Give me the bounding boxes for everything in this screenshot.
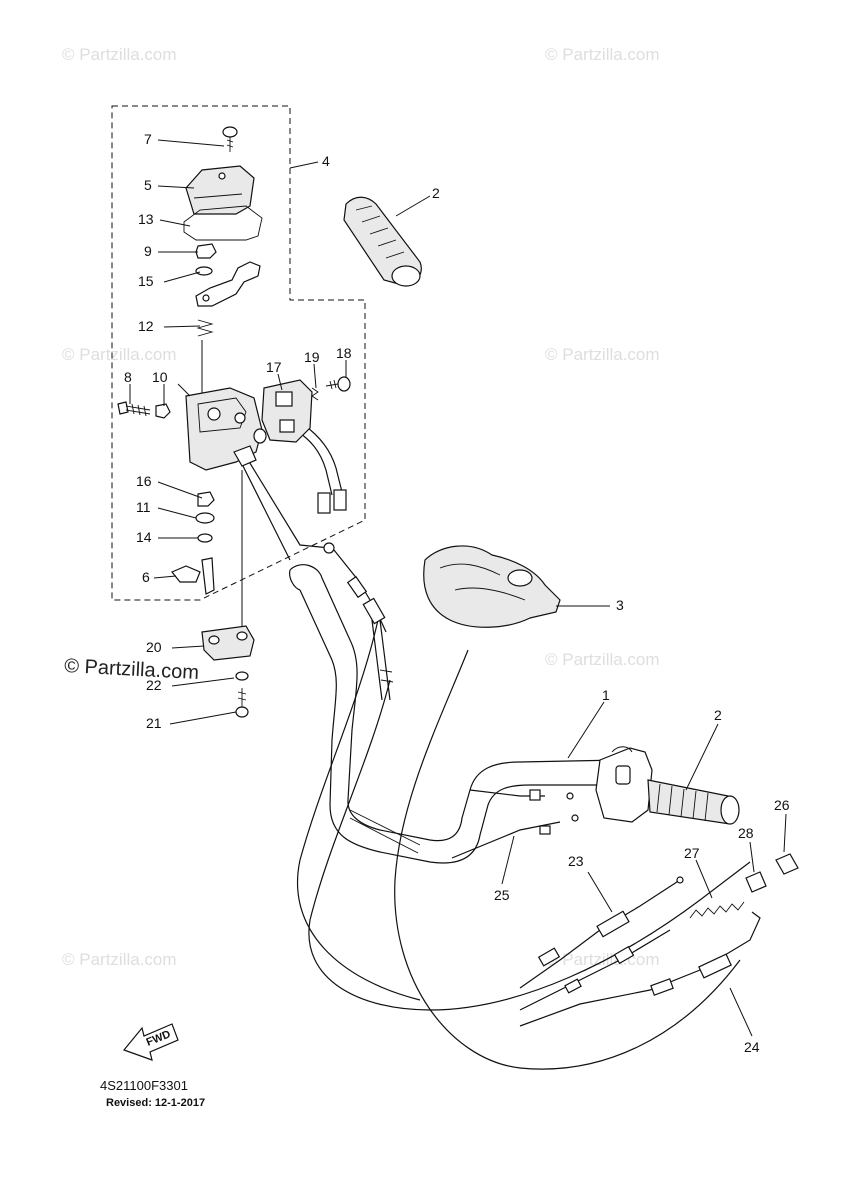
- part-26-wingnut: [775, 853, 799, 875]
- watermark: © Partzilla.com: [545, 950, 660, 969]
- callout-21: 21: [146, 715, 162, 731]
- part-22-washer: [235, 671, 249, 681]
- revised-date: Revised: 12-1-2017: [106, 1097, 205, 1109]
- part-9-nut: [195, 243, 217, 259]
- part-8-bolt: [117, 401, 151, 417]
- watermark: © Partzilla.com: [62, 45, 177, 64]
- watermark: © Partzilla.com: [545, 650, 660, 669]
- callout-1: 1: [602, 687, 610, 703]
- part-5-cover: [185, 165, 255, 215]
- part-18-screw: [325, 376, 351, 392]
- callout-19: 19: [304, 349, 320, 365]
- callout-27: 27: [684, 845, 700, 861]
- cable-23: [519, 876, 684, 989]
- callout-23: 23: [568, 853, 584, 869]
- callout-28: 28: [738, 825, 754, 841]
- switch-assembly-boundary: [111, 105, 366, 601]
- watermark-large: © Partzilla.com: [64, 655, 200, 684]
- callout-7: 7: [144, 131, 152, 147]
- callout-25: 25: [494, 887, 510, 903]
- callout-4: 4: [322, 153, 330, 169]
- watermark: © Partzilla.com: [62, 950, 177, 969]
- callout-18: 18: [336, 345, 352, 361]
- callout-9: 9: [144, 243, 152, 259]
- part-21-screw: [235, 688, 249, 718]
- handlebar-cover: [423, 545, 561, 628]
- cable-loops: [296, 619, 751, 1070]
- left-grip: [343, 196, 422, 287]
- callout-12: 12: [138, 318, 154, 334]
- part-28-adjuster: [745, 871, 767, 893]
- throttle-cable-inner: [519, 929, 671, 1011]
- right-grip: [647, 779, 740, 825]
- callout-26: 26: [774, 797, 790, 813]
- part-19-clip: [311, 387, 319, 401]
- part-16-nut: [197, 491, 215, 507]
- callout-16: 16: [136, 473, 152, 489]
- watermark: © Partzilla.com: [545, 45, 660, 64]
- switch-harness: [239, 424, 387, 633]
- callout-14: 14: [136, 529, 152, 545]
- callout-10: 10: [152, 369, 168, 385]
- fwd-arrow: FWD: [122, 1023, 179, 1061]
- watermark: © Partzilla.com: [62, 345, 177, 364]
- callout-15: 15: [138, 273, 154, 289]
- part-13-gasket: [183, 205, 263, 241]
- cable-24: [519, 911, 761, 1027]
- part-7-screw: [222, 126, 238, 152]
- callout-6: 6: [142, 569, 150, 585]
- bracket: [195, 261, 261, 307]
- callout-11: 11: [136, 499, 151, 515]
- callout-2-right: 2: [714, 707, 722, 723]
- callout-13: 13: [138, 211, 154, 227]
- part-17-switch: [261, 379, 313, 443]
- callout-8: 8: [124, 369, 132, 385]
- part-14-washer: [197, 533, 213, 543]
- callout-24: 24: [744, 1039, 760, 1055]
- diagram-code: 4S21100F3301: [100, 1078, 188, 1093]
- watermark: © Partzilla.com: [545, 345, 660, 364]
- callout-5: 5: [144, 177, 152, 193]
- cable-25: [451, 789, 579, 859]
- callout-17: 17: [266, 359, 282, 375]
- callout-20: 20: [146, 639, 162, 655]
- part-15-washer: [195, 266, 213, 276]
- part-20-clamp: [201, 470, 255, 661]
- part-10-nut: [155, 403, 171, 419]
- handlebar: [289, 564, 621, 864]
- callout-labels: 7 5 13 9 15 12 4 2 8 10 17 19 18 16 11 1…: [124, 131, 790, 1055]
- callout-3: 3: [616, 597, 624, 613]
- callout-2-top: 2: [432, 185, 440, 201]
- part-6-lever: [171, 557, 215, 595]
- part-11-washer: [195, 512, 215, 524]
- leader-lines: [129, 139, 787, 1037]
- right-throttle-housing: [595, 746, 653, 823]
- part-10-switch-body: [185, 387, 267, 471]
- callout-22: 22: [146, 677, 162, 693]
- part-27-spring: [689, 901, 745, 919]
